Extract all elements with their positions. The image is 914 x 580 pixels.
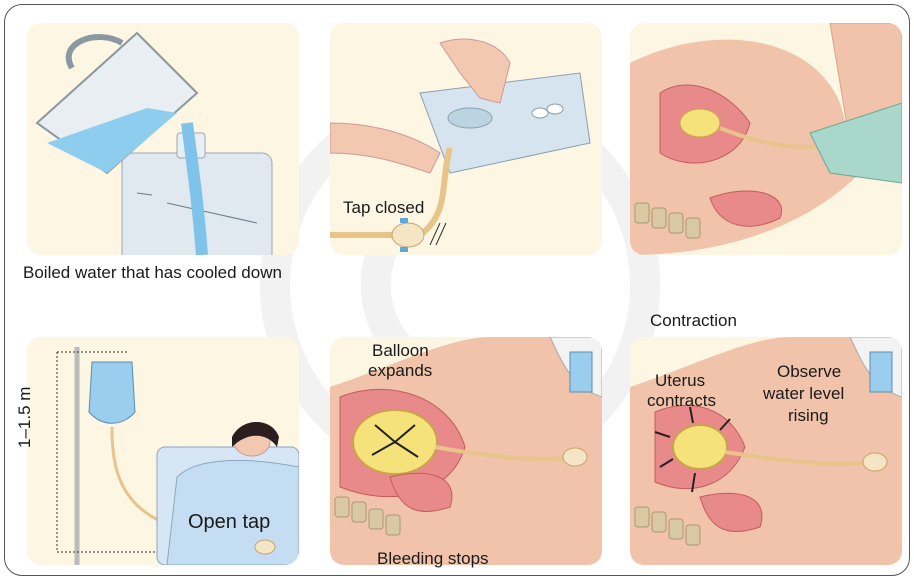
label-balloon-line1: Balloon [372,341,429,361]
label-balloon-line2: expands [368,361,432,381]
label-observe-line2: water level [763,384,844,404]
label-uterus-line2: contracts [647,391,716,411]
label-observe-line3: rising [788,406,829,426]
panel-tap-closed [330,23,602,255]
label-height: 1–1.5 m [15,387,35,448]
panel-pouring-water [27,23,299,255]
panel-insertion [630,23,902,255]
label-tap-closed: Tap closed [343,198,424,218]
label-open-tap: Open tap [188,511,270,534]
caption-boiled-water: Boiled water that has cooled down [23,263,282,283]
illustration-frame: Boiled water that has cooled down Tap cl… [4,4,910,576]
label-bleeding-stops: Bleeding stops [377,549,489,569]
label-observe-line1: Observe [777,362,841,382]
insertion-illustration [630,23,902,255]
label-uterus-line1: Uterus [655,371,705,391]
label-contraction: Contraction [650,311,737,331]
pouring-water-illustration [27,23,299,255]
tap-closed-illustration [330,23,602,255]
